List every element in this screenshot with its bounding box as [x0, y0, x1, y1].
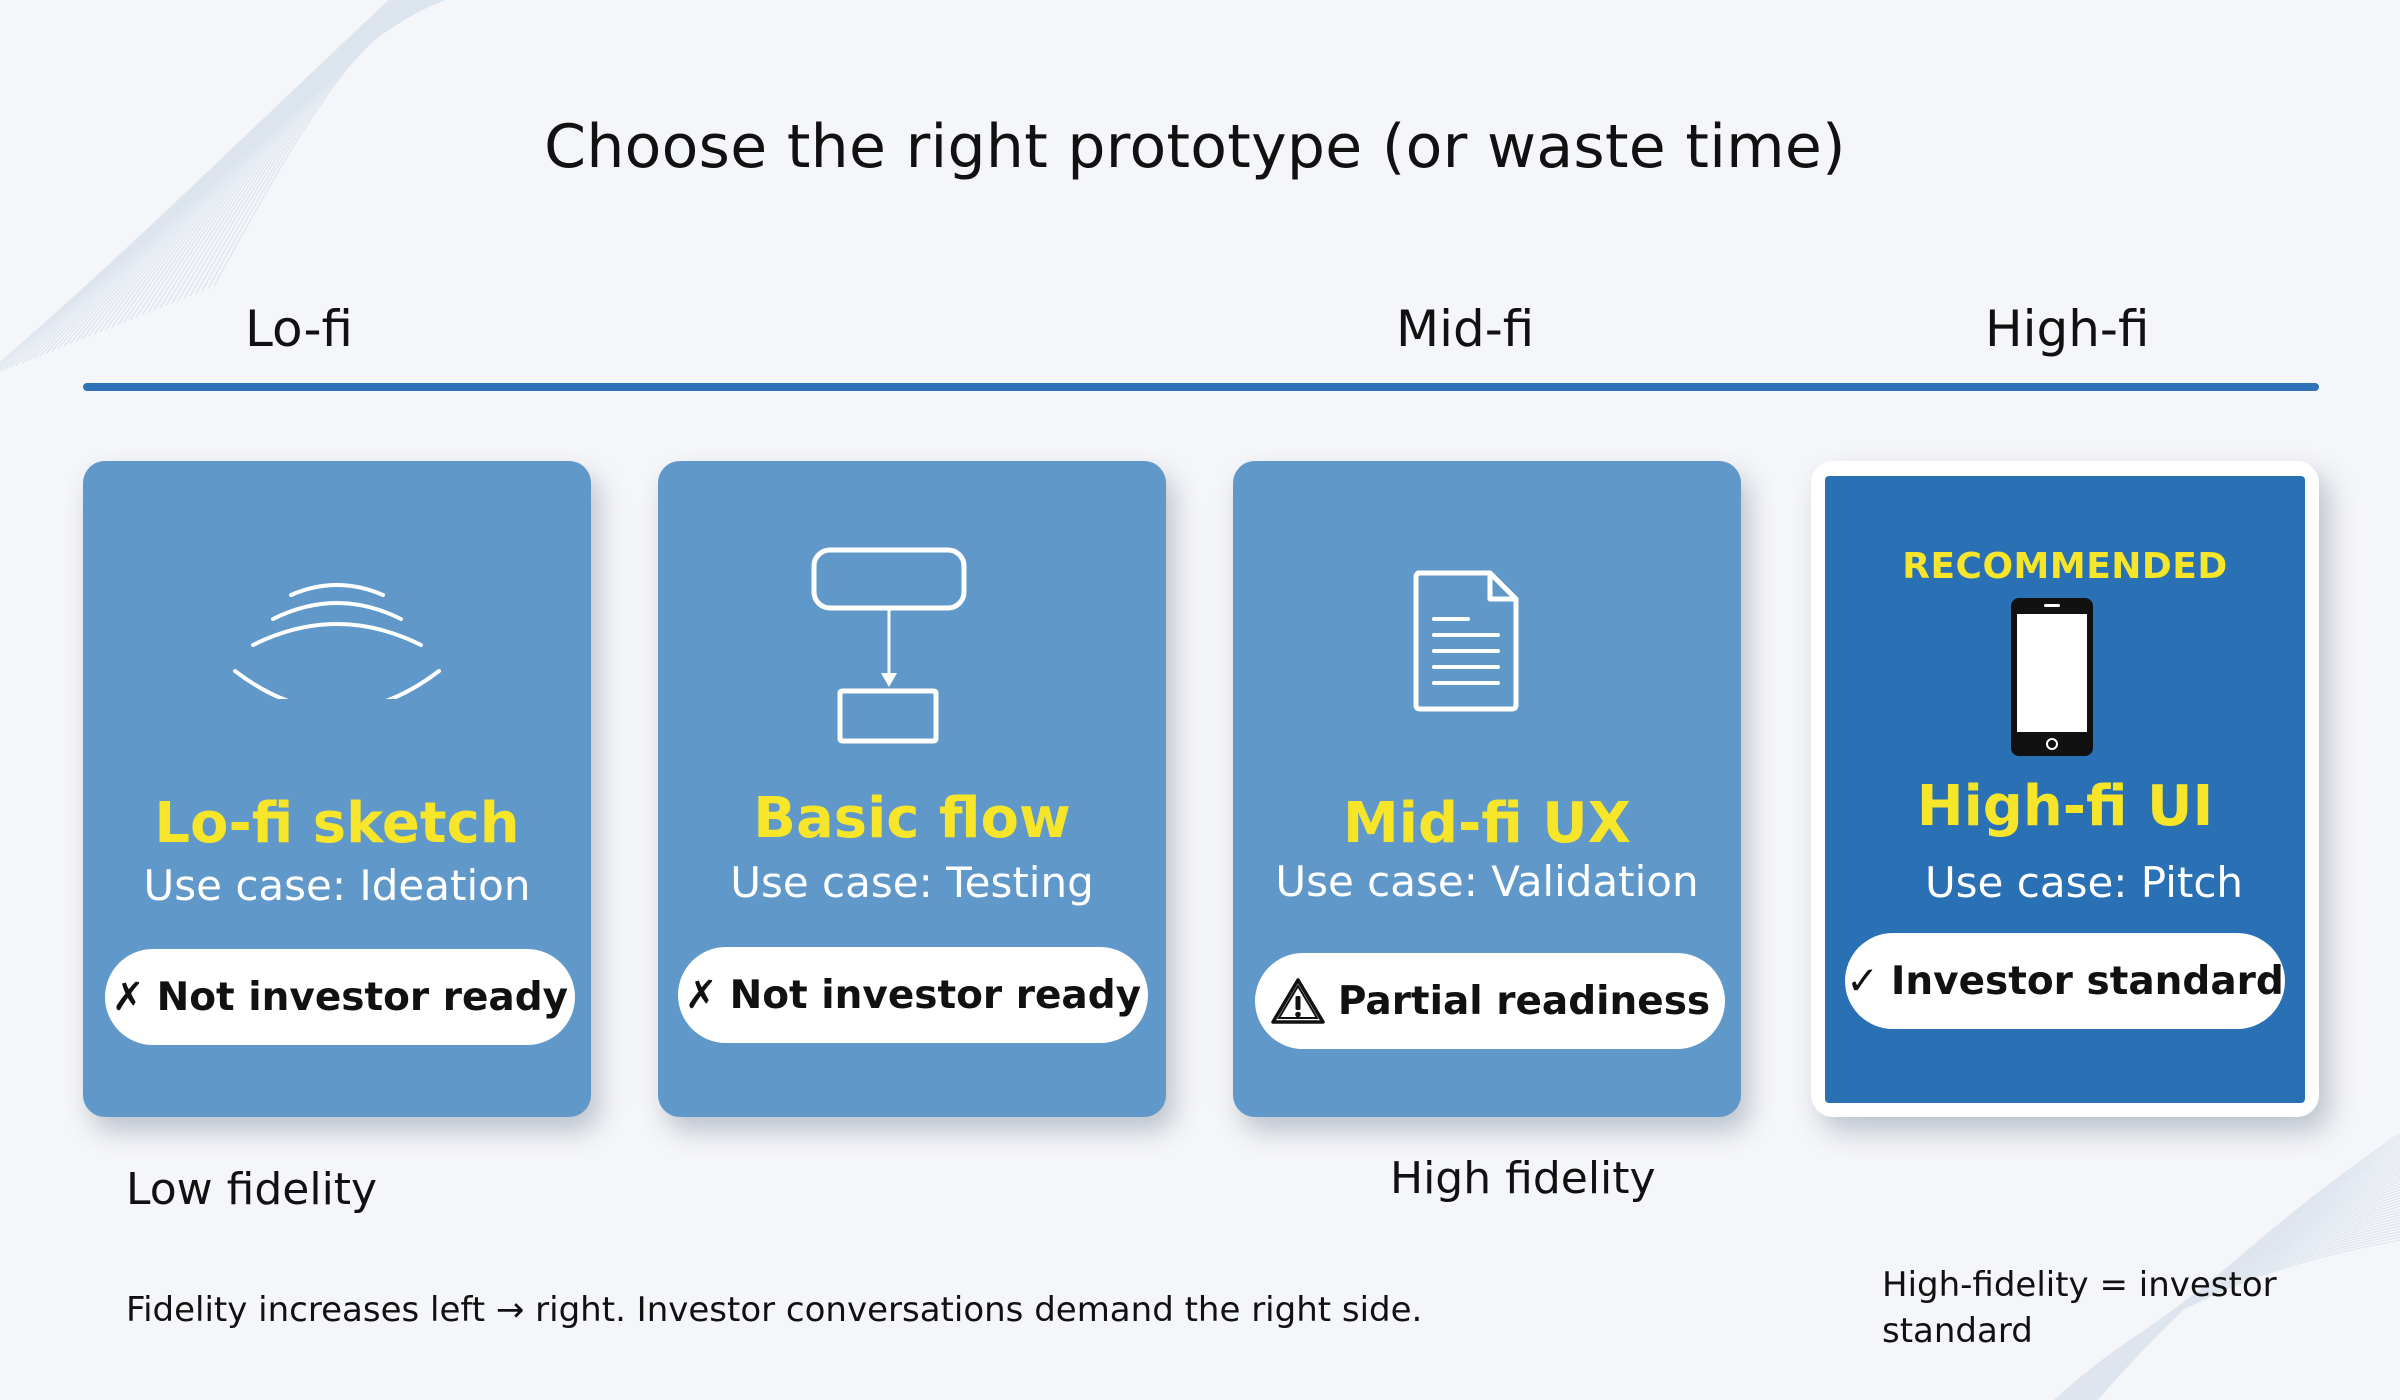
cross-mark-icon: ✗ — [111, 974, 145, 1020]
card-title: Lo-fi sketch — [154, 791, 520, 856]
status-pill-partial: Partial readiness — [1255, 953, 1725, 1049]
card-highfi-ui: RECOMMENDED High-fi UI Use case: Pitch ✓… — [1811, 461, 2319, 1117]
side-note: High-fidelity = investor standard — [1882, 1265, 2277, 1351]
warning-icon — [1271, 978, 1325, 1024]
fidelity-axis-line — [83, 383, 2319, 391]
footnote: Fidelity increases left → right. Investo… — [126, 1290, 1423, 1330]
status-pill-not-ready: ✗ Not investor ready — [678, 947, 1148, 1043]
scale-label-midfi: Mid-fi — [1396, 300, 1535, 358]
status-pill-investor-standard: ✓ Investor standard — [1845, 933, 2285, 1029]
cross-mark-icon: ✗ — [684, 972, 718, 1018]
card-lofi-sketch: Lo-fi sketch Use case: Ideation ✗ Not in… — [83, 461, 591, 1117]
card-use-case: Use case: Testing — [730, 858, 1094, 907]
status-text: Partial readiness — [1337, 978, 1711, 1024]
card-midfi-ux: Mid-fi UX Use case: Validation Partial r… — [1233, 461, 1741, 1117]
recommended-badge: RECOMMENDED — [1902, 546, 2228, 587]
card-title: Mid-fi UX — [1343, 791, 1631, 856]
status-text: Investor standard — [1890, 958, 2284, 1004]
card-title: High-fi UI — [1916, 774, 2214, 839]
card-use-case: Use case: Ideation — [143, 861, 531, 910]
recommended-panel: RECOMMENDED High-fi UI Use case: Pitch ✓… — [1825, 476, 2305, 1103]
scale-label-highfi: High-fi — [1985, 300, 2150, 358]
document-icon — [1413, 570, 1519, 712]
check-mark-icon: ✓ — [1846, 958, 1879, 1004]
card-basic-flow: Basic flow Use case: Testing ✗ Not inves… — [658, 461, 1166, 1117]
smartphone-icon — [2011, 598, 2093, 756]
sound-waves-icon — [233, 583, 441, 699]
low-fidelity-label: Low fidelity — [126, 1164, 378, 1215]
page-title: Choose the right prototype (or waste tim… — [544, 112, 1846, 182]
status-pill-not-ready: ✗ Not investor ready — [105, 949, 575, 1045]
card-title: Basic flow — [753, 786, 1071, 851]
card-use-case: Use case: Validation — [1275, 857, 1699, 906]
status-text: Not investor ready — [729, 972, 1142, 1018]
status-text: Not investor ready — [156, 974, 569, 1020]
high-fidelity-label: High fidelity — [1390, 1153, 1656, 1204]
card-use-case: Use case: Pitch — [1924, 858, 2244, 907]
scale-label-lofi: Lo-fi — [245, 300, 354, 358]
flowchart-icon — [811, 547, 967, 744]
